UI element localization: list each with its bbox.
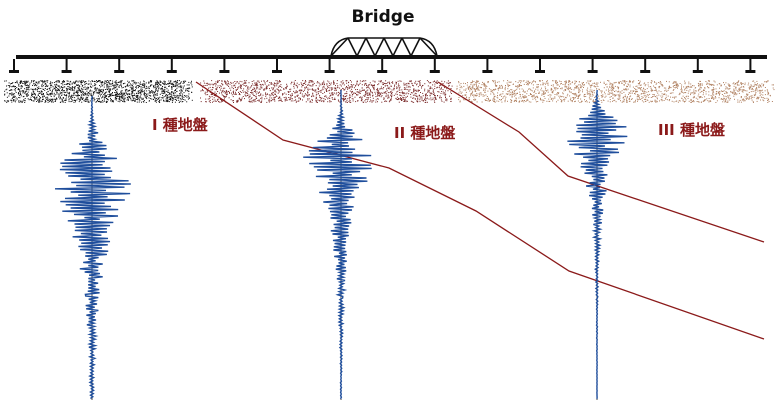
- pier-column: [644, 59, 647, 71]
- soil-zone-1: [4, 80, 193, 103]
- bridge-pier: [9, 59, 19, 73]
- pier-footing: [114, 70, 125, 73]
- ground-type-1-label: I 種地盤: [152, 116, 208, 134]
- pier-footing: [692, 70, 703, 73]
- pier-column: [118, 59, 121, 71]
- truss-span: [330, 37, 438, 58]
- bridge-title: Bridge: [351, 7, 415, 27]
- waveform-trace-3: [567, 90, 628, 399]
- seismic-waveforms: [54, 90, 628, 400]
- pier-column: [328, 59, 331, 71]
- truss-web: [330, 37, 438, 58]
- pier-column: [13, 59, 15, 71]
- ground-type-3-label: III 種地盤: [658, 121, 725, 139]
- bridge-pier: [324, 59, 335, 73]
- pier-footing: [166, 70, 177, 73]
- bridge-pier: [377, 59, 388, 73]
- bridge-pier: [587, 59, 598, 73]
- bridge-pier: [114, 59, 125, 73]
- bridge-pier: [535, 59, 545, 73]
- bridge-deck: [16, 55, 767, 59]
- pier-column: [486, 59, 489, 71]
- pier-footing: [219, 70, 230, 73]
- waveform-trace-1: [54, 95, 131, 399]
- pier-footing: [745, 70, 756, 73]
- bridge-pier: [429, 59, 440, 73]
- ground-boundary-line-2: [437, 81, 765, 243]
- truss-chord: [330, 37, 438, 57]
- pier-column: [591, 59, 594, 71]
- soil-zone-2: [200, 80, 453, 103]
- pier-footing: [61, 70, 72, 73]
- pier-column: [381, 59, 384, 71]
- ground-type-2-label: II 種地盤: [394, 124, 456, 142]
- bridge-pier: [745, 59, 756, 73]
- bridge-pier: [482, 59, 493, 73]
- pier-footing: [587, 70, 598, 73]
- pier-footing: [640, 70, 651, 73]
- ground-boundary-line-1: [195, 81, 765, 340]
- pier-footing: [272, 70, 282, 73]
- pier-column: [276, 59, 278, 71]
- pier-footing: [535, 70, 545, 73]
- pier-column: [749, 59, 752, 71]
- pier-footing: [377, 70, 388, 73]
- pier-footing: [324, 70, 335, 73]
- bridge-pier: [692, 59, 703, 73]
- pier-column: [433, 59, 436, 71]
- pier-column: [696, 59, 699, 71]
- bridge-pier: [640, 59, 651, 73]
- pier-column: [65, 59, 68, 71]
- bridge-pier: [166, 59, 177, 73]
- pier-footing: [9, 70, 19, 73]
- pier-column: [170, 59, 173, 71]
- pier-column: [223, 59, 226, 71]
- pier-column: [539, 59, 541, 71]
- bridge-pier: [272, 59, 282, 73]
- pier-footing: [482, 70, 493, 73]
- waveform-trace-2: [303, 90, 372, 400]
- soil-layer: [4, 80, 775, 103]
- soil-zone-3: [456, 80, 775, 103]
- bridge-pier: [219, 59, 230, 73]
- bridge-pier: [61, 59, 72, 73]
- bridge-structure: [9, 37, 767, 73]
- pier-footing: [429, 70, 440, 73]
- ground-boundary-lines: [195, 81, 765, 340]
